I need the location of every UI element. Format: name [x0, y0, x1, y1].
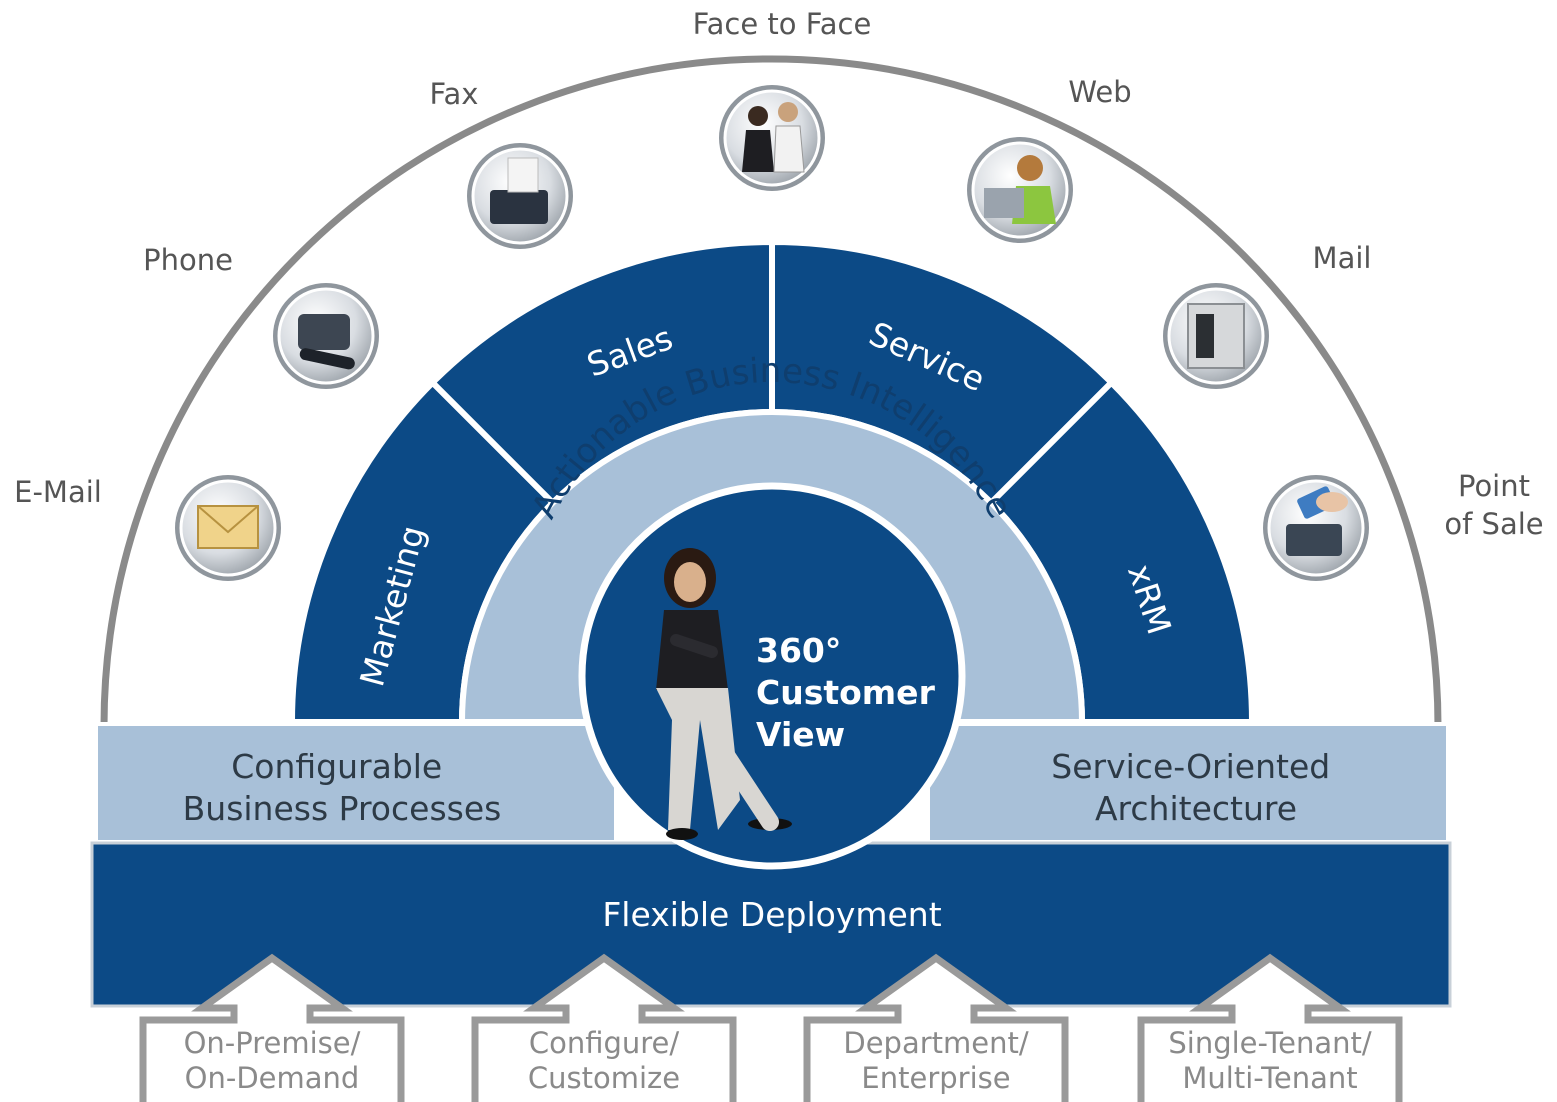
customer-person-icon — [656, 548, 792, 840]
channel-label: E-Mail — [14, 475, 102, 509]
mailbox-icon — [1163, 283, 1269, 389]
option-label: Single-Tenant/Multi-Tenant — [1168, 1026, 1371, 1095]
deployment-bar — [90, 841, 1452, 1008]
arrow-box — [1137, 953, 1403, 1102]
option-label: Configure/Customize — [528, 1026, 680, 1095]
envelope-icon — [175, 475, 281, 581]
channel-label: Fax — [430, 77, 479, 111]
center-label: 360° Customer View — [756, 631, 946, 754]
side-left-text: Configurable Business Processes — [183, 747, 502, 828]
channel-label: Face to Face — [693, 7, 872, 41]
arrow-box — [139, 953, 405, 1102]
channel-fax: Fax — [430, 77, 573, 249]
option-label: On-Premise/On-Demand — [184, 1026, 361, 1095]
side-right-text: Service-Oriented Architecture — [1051, 747, 1340, 828]
deployment-option: Department/Enterprise — [803, 953, 1069, 1102]
phone-icon — [273, 283, 379, 389]
deployment-label: Flexible Deployment — [602, 895, 941, 934]
channel-label: Web — [1068, 75, 1131, 109]
channel-face-to-face: Face to Face — [693, 7, 872, 191]
card-terminal-icon — [1263, 475, 1369, 581]
channel-label: Phone — [143, 243, 233, 277]
deployment-options: On-Premise/On-Demand Configure/Customize D… — [139, 953, 1403, 1102]
option-label: Department/Enterprise — [843, 1026, 1028, 1095]
deployment-option: Single-Tenant/Multi-Tenant — [1137, 953, 1403, 1102]
meeting-icon — [719, 85, 825, 191]
arrow-box — [803, 953, 1069, 1102]
laptop-user-icon — [967, 137, 1073, 243]
channel-mail: Mail — [1163, 241, 1371, 389]
deployment-option: On-Premise/On-Demand — [139, 953, 405, 1102]
channel-e-mail: E-Mail — [14, 475, 281, 581]
channel-label: Mail — [1313, 241, 1372, 275]
side-bar-left — [94, 722, 618, 844]
fax-icon — [467, 143, 573, 249]
channel-web: Web — [967, 75, 1132, 243]
deployment-option: Configure/Customize — [471, 953, 737, 1102]
arrow-box — [471, 953, 737, 1102]
channel-phone: Phone — [143, 243, 379, 389]
